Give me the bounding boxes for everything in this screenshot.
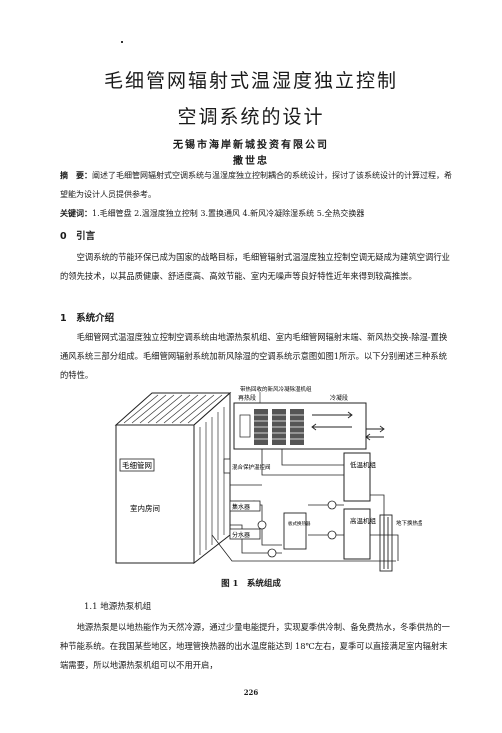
low-temp-unit xyxy=(343,452,371,502)
distributor xyxy=(229,528,261,540)
section0-body: 空调系统的节能环保已成为国家的战略目标，毛细管辐射式温湿度独立控制空调无疑成为建… xyxy=(60,252,450,281)
author: 撒世忠 xyxy=(233,156,269,167)
mixing-valve xyxy=(223,458,231,474)
page-number: 226 xyxy=(243,688,259,697)
plate-hx-label: 板式换热器 xyxy=(288,520,311,527)
ground-hx-label: 地下换热盘管 xyxy=(396,519,422,527)
capillary-label: 毛细管网 xyxy=(122,460,152,470)
subsection-body: 地源热泵是以地热能作为天然冷源，通过少量电能提升，实现夏季供冷制、备免费热水，冬… xyxy=(60,622,450,670)
cooling-label: 冷凝段 xyxy=(330,394,348,402)
system-diagram: 毛细管网 室内房间 带热回收的新风冷凝除湿机组 再热段 冷凝段 xyxy=(114,385,422,572)
section1-body: 毛细管网式温湿度独立控制空调系统由地源热泵机组、室内毛细管网辐射末端、新风热交换… xyxy=(60,332,448,380)
paper-title-line1: 毛细管网辐射式温湿度独立控制 xyxy=(103,70,398,92)
plate-heat-exchanger xyxy=(283,512,307,550)
section1-heading: 1 系统介绍 xyxy=(60,313,115,324)
reheat-label: 再热段 xyxy=(238,394,256,402)
keywords: 关键词：1.毛细管盘 2.温湿度独立控制 3.置换通风 4.新风冷凝除湿系统 5… xyxy=(60,204,452,223)
low-temp-unit-label: 低温机组 xyxy=(350,460,377,469)
abstract-text: 阐述了毛细管网辐射式空调系统与温湿度独立控制耦合的系统设计，探讨了该系统设计的计… xyxy=(60,171,452,199)
figure-caption: 图 1 系统组成 xyxy=(221,579,281,589)
fresh-air-unit-label: 带热回收的新风冷凝除湿机组 xyxy=(240,385,312,393)
distributor-label: 分水器 xyxy=(232,531,250,539)
coil-blocks xyxy=(239,409,304,445)
high-temp-unit xyxy=(343,508,371,560)
keywords-label: 关键词： xyxy=(60,208,92,218)
airflow-arrows xyxy=(311,411,385,441)
ground-coil xyxy=(379,514,393,572)
abstract: 摘 要：阐述了毛细管网辐射式空调系统与温湿度独立控制耦合的系统设计，探讨了该系统… xyxy=(60,166,452,204)
room-label: 室内房间 xyxy=(130,503,160,513)
keywords-text: 1.毛细管盘 2.温湿度独立控制 3.置换通风 4.新风冷凝除湿系统 5.全热交… xyxy=(92,209,365,218)
mixing-valve-label: 混合保护温控阀 xyxy=(232,463,271,471)
collector-label: 集水器 xyxy=(232,503,250,511)
room-front-face xyxy=(115,424,195,564)
scan-dot xyxy=(121,41,123,43)
abstract-label: 摘 要： xyxy=(60,170,92,180)
paper-title-line2: 空调系统的设计 xyxy=(177,106,325,128)
section0-heading: 0 引言 xyxy=(60,231,96,242)
collector xyxy=(229,500,261,512)
high-temp-unit-label: 高温机组 xyxy=(350,516,377,525)
affiliation: 无锡市海岸新城投资有限公司 xyxy=(173,140,329,151)
capillary-grid xyxy=(123,394,225,555)
subsection-heading: 1.1 地源热泵机组 xyxy=(84,602,152,612)
capillary-label-box xyxy=(119,458,155,472)
